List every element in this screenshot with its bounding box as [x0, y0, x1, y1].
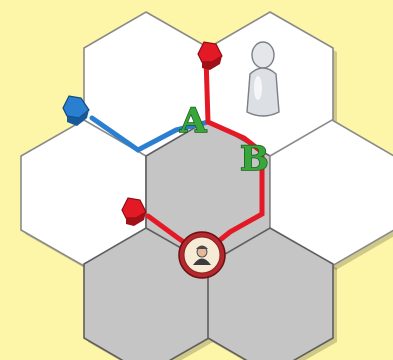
point-label-b: B	[240, 139, 269, 179]
red-flag-top	[197, 41, 223, 70]
person-portrait-token	[178, 231, 226, 279]
point-label-a: A	[179, 101, 207, 141]
blue-flag	[62, 95, 90, 126]
blue-road	[89, 115, 211, 153]
red-flag-left	[121, 197, 147, 226]
white-meeple-piece	[246, 41, 280, 117]
